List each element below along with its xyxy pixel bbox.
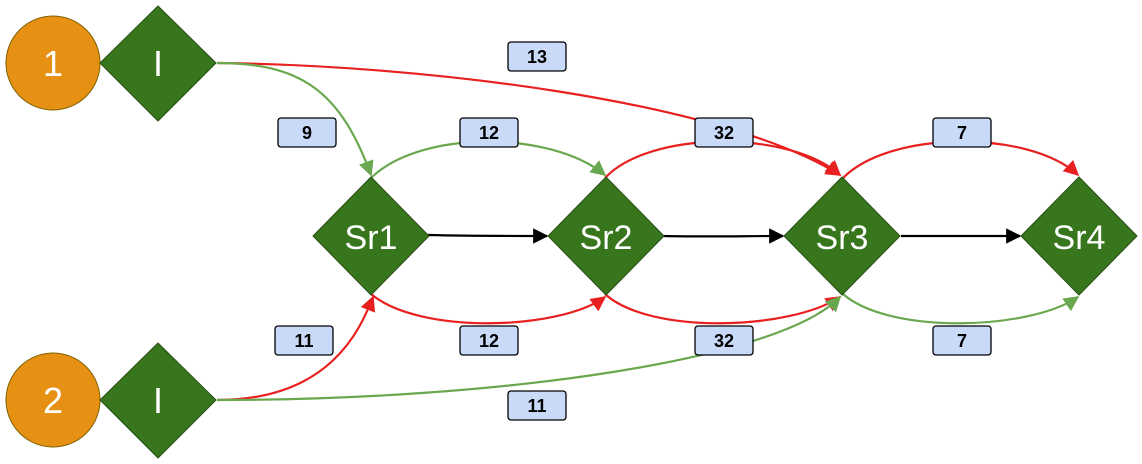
edge-label-i1-sr3: 13 [507,41,567,72]
edge-label-sr2-sr3-top: 32 [694,117,754,148]
service-node-sr4-label: Sr4 [1053,219,1106,257]
svg-text:11: 11 [294,331,313,351]
input-node-1-label: I [153,43,163,84]
source-node-1-label: 1 [43,43,63,84]
svg-text:7: 7 [957,123,967,143]
svg-text:32: 32 [714,123,734,143]
edge-label-i2-sr1: 11 [274,325,334,356]
edge-i2-sr3 [216,295,842,402]
edge-i2-sr1 [216,295,376,402]
source-node-2-label: 2 [43,380,63,421]
edge-label-sr1-sr2-bottom: 12 [459,325,519,356]
edge-sr3-sr4-bottom [842,293,1080,325]
service-node-sr4: Sr4 [1020,176,1138,296]
service-node-sr3: Sr3 [783,176,901,296]
svg-text:13: 13 [527,47,547,67]
svg-text:12: 12 [479,331,499,351]
edge-sr1-sr2-middle [427,228,549,244]
service-node-sr2-label: Sr2 [580,219,633,257]
edge-label-i1-sr1: 9 [277,117,337,148]
source-node-1: 1 [5,15,101,111]
input-node-1: I [99,5,217,122]
edge-label-sr3-sr4-top: 7 [932,117,992,148]
source-node-2: 2 [5,352,101,448]
edge-labels: 13 9 12 32 7 11 12 32 [274,41,992,421]
service-node-sr1-label: Sr1 [345,219,398,257]
edge-i1-sr3 [216,61,842,176]
edge-i1-sr1 [216,61,374,177]
input-node-2-label: I [153,380,163,421]
svg-text:7: 7 [957,331,967,351]
edge-label-i2-sr3: 11 [507,390,567,421]
edge-label-sr3-sr4-bottom: 7 [932,325,992,356]
service-node-sr1: Sr1 [312,176,430,296]
input-node-2: I [99,342,217,459]
svg-text:32: 32 [714,331,734,351]
service-node-sr2: Sr2 [547,176,665,296]
edge-label-sr1-sr2-top: 12 [459,117,519,148]
svg-text:11: 11 [527,396,546,416]
nodes: 1 I 2 I Sr1 Sr2 Sr3 Sr4 [5,5,1138,459]
svg-text:12: 12 [479,123,499,143]
svg-text:9: 9 [302,123,312,143]
service-node-sr3-label: Sr3 [816,219,869,257]
edge-sr2-sr3-bottom [604,293,842,325]
edge-label-sr2-sr3-bottom: 32 [694,325,754,356]
edge-sr1-sr2-bottom [370,293,607,325]
